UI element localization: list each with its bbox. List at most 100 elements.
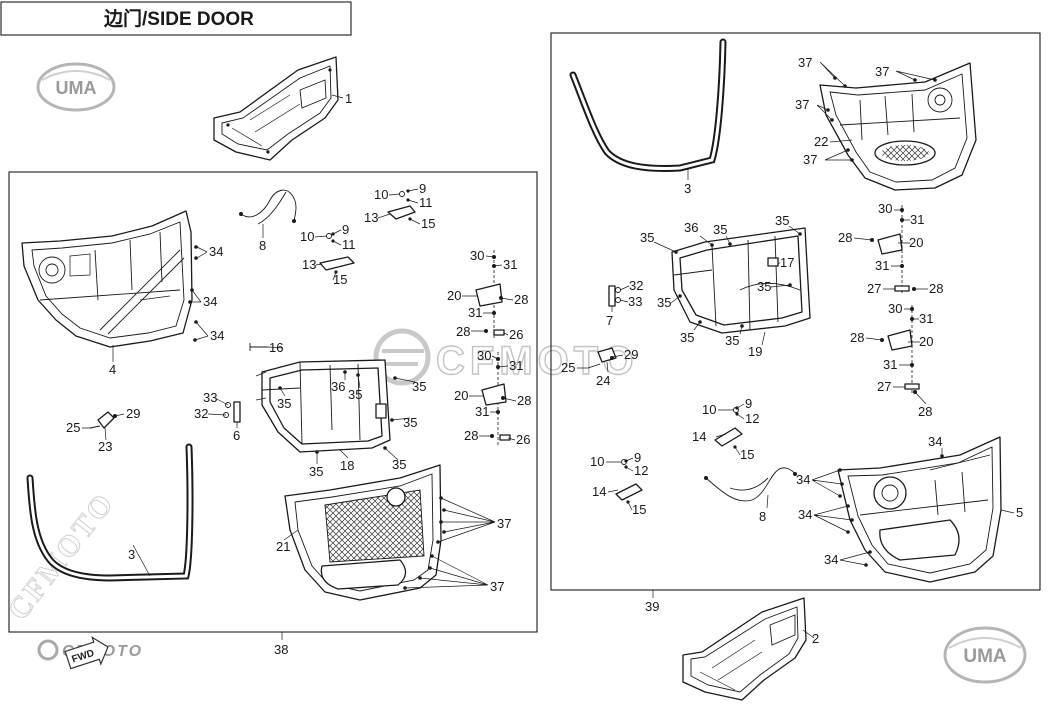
callout-14: 14	[592, 484, 606, 499]
callout-37: 37	[875, 64, 889, 79]
callout-25: 25	[561, 360, 575, 375]
callout-37: 37	[795, 97, 809, 112]
callout-9: 9	[419, 181, 426, 196]
inner-handle-13-upper	[387, 189, 416, 221]
callout-32: 32	[629, 278, 643, 293]
callout-28: 28	[850, 330, 864, 345]
callout-15: 15	[632, 502, 646, 517]
callout-33: 33	[628, 294, 642, 309]
callout-15: 15	[333, 272, 347, 287]
callout-37: 37	[798, 55, 812, 70]
callout-16: 16	[269, 340, 283, 355]
callout-28: 28	[456, 324, 470, 339]
callout-24: 24	[596, 373, 610, 388]
assembly-39-box	[550, 32, 1041, 591]
callout-21: 21	[276, 539, 290, 554]
callout-29: 29	[624, 347, 638, 362]
door-trim-panel-2	[682, 597, 807, 701]
callout-18: 18	[340, 458, 354, 473]
callout-20: 20	[919, 334, 933, 349]
callout-35: 35	[277, 396, 291, 411]
callout-13: 13	[364, 210, 378, 225]
callout-28: 28	[464, 428, 478, 443]
hinge-assembly-right-lower	[880, 305, 920, 395]
callout-4: 4	[109, 362, 116, 377]
page-frame: 边门/SIDE DOOR	[0, 1, 1041, 633]
callout-27: 27	[877, 379, 891, 394]
callout-5: 5	[1016, 505, 1023, 520]
inner-door-panel-4	[21, 210, 198, 348]
callout-28: 28	[838, 230, 852, 245]
callout-31: 31	[503, 257, 517, 272]
callout-28: 28	[929, 281, 943, 296]
callout-10: 10	[300, 229, 314, 244]
small-parts-right	[587, 285, 743, 504]
callout-15: 15	[421, 216, 435, 231]
callout-8: 8	[259, 238, 266, 253]
callout-14: 14	[692, 429, 706, 444]
callout-8: 8	[759, 509, 766, 524]
inner-door-panel-22	[819, 62, 977, 191]
callout-36: 36	[331, 379, 345, 394]
callout-10: 10	[590, 454, 604, 469]
hinge-assembly-left-lower	[481, 352, 511, 445]
callout-31: 31	[509, 358, 523, 373]
callout-34: 34	[209, 244, 223, 259]
callout-35: 35	[657, 295, 671, 310]
callout-35: 35	[640, 230, 654, 245]
callout-39: 39	[645, 599, 659, 614]
door-frame-18	[255, 359, 397, 454]
door-seal-3-left	[26, 443, 194, 582]
callout-9: 9	[634, 450, 641, 465]
uma-logo-bottom-text: UMA	[963, 646, 1007, 667]
callout-31: 31	[475, 404, 489, 419]
callout-30: 30	[888, 301, 902, 316]
uma-logo-top: UMA	[36, 62, 116, 112]
page-title: 边门/SIDE DOOR	[103, 7, 254, 30]
callout-31: 31	[468, 305, 482, 320]
callout-31: 31	[883, 357, 897, 372]
callout-31: 31	[875, 258, 889, 273]
door-frame-19	[671, 227, 811, 334]
callout-34: 34	[796, 472, 810, 487]
callout-20: 20	[447, 288, 461, 303]
callout-35: 35	[725, 333, 739, 348]
callout-35: 35	[309, 464, 323, 479]
callout-35: 35	[680, 330, 694, 345]
callout-10: 10	[374, 187, 388, 202]
callout-31: 31	[919, 311, 933, 326]
callout-30: 30	[477, 348, 491, 363]
callout-38: 38	[274, 642, 288, 657]
watermark-diagonal-text: CFMOTO	[2, 486, 122, 626]
fwd-arrow-icon: FWD	[64, 636, 109, 670]
callout-34: 34	[824, 552, 838, 567]
callout-37: 37	[803, 152, 817, 167]
callout-10: 10	[702, 402, 716, 417]
callout-30: 30	[470, 248, 484, 263]
uma-logo-top-text: UMA	[56, 78, 97, 98]
outer-door-panel-5	[837, 436, 1002, 583]
callout-29: 29	[126, 406, 140, 421]
door-trim-panel-1	[213, 56, 339, 161]
callout-1: 1	[345, 91, 352, 106]
callout-12: 12	[634, 463, 648, 478]
callout-9: 9	[342, 222, 349, 237]
callout-13: 13	[302, 257, 316, 272]
callout-37: 37	[497, 516, 511, 531]
callout-3: 3	[684, 181, 691, 196]
cable-8-left	[239, 189, 297, 225]
callout-35: 35	[403, 415, 417, 430]
callout-34: 34	[798, 507, 812, 522]
callout-35: 35	[348, 387, 362, 402]
callout-23: 23	[98, 439, 112, 454]
callout-28: 28	[918, 404, 932, 419]
callout-35: 35	[757, 279, 771, 294]
assembly-38-box	[8, 171, 538, 633]
callout-36: 36	[684, 220, 698, 235]
cable-8-right	[704, 467, 797, 502]
callout-11: 11	[342, 237, 356, 252]
hinge-assembly-left-upper	[475, 250, 505, 340]
callout-34: 34	[210, 328, 224, 343]
